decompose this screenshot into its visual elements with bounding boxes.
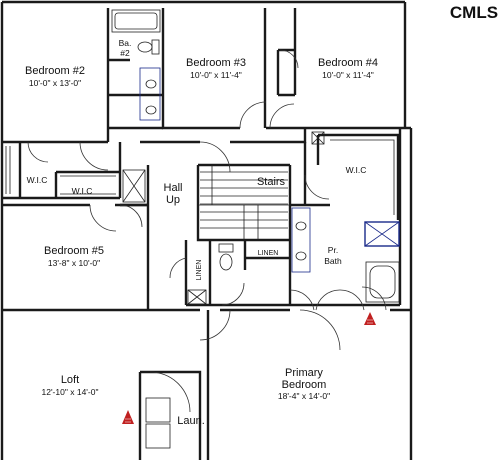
- bedroom5-label: Bedroom #5: [44, 245, 104, 257]
- pr-bath-label-line1: Pr.: [328, 245, 338, 255]
- linen-b-label: LINEN: [258, 250, 279, 257]
- hall-label-line1: Hall: [164, 182, 183, 194]
- stair-arrows: [122, 312, 376, 424]
- laundry-label: Laun.: [177, 415, 205, 427]
- bedroom2-dims: 10'-0" x 13'-0": [29, 78, 81, 88]
- stair-arrow-marks: [125, 319, 373, 423]
- loft-label: Loft: [61, 374, 79, 386]
- door-swings: [27, 49, 387, 413]
- loft-dims: 12'-10" x 14'-0": [41, 387, 98, 397]
- primary-label-line1: Primary: [285, 367, 323, 379]
- fixtures: [5, 9, 400, 449]
- bath2-label-line2: #2: [120, 48, 130, 58]
- primary-label-line2: Bedroom: [282, 379, 327, 391]
- bedroom4-dims: 10'-0" x 11'-4": [322, 70, 374, 80]
- bedroom4-label: Bedroom #4: [318, 57, 378, 69]
- walls: [0, 0, 413, 460]
- cmls-logo: CMLS: [450, 3, 498, 22]
- bedroom5-dims: 13'-8" x 10'-0": [48, 258, 100, 268]
- bedroom3-label: Bedroom #3: [186, 57, 246, 69]
- wic-mid-label: W.I.C: [72, 186, 93, 196]
- bedroom3-dims: 10'-0" x 11'-4": [190, 70, 242, 80]
- stairs-label: Stairs: [257, 176, 286, 188]
- primary-dims: 18'-4" x 14'-0": [278, 391, 330, 401]
- bedroom2-label: Bedroom #2: [25, 65, 85, 77]
- pr-bath-label-line2: Bath: [324, 256, 342, 266]
- wic-left-label: W.I.C: [27, 175, 48, 185]
- hall-label-line2: Up: [166, 194, 180, 206]
- bath2-label-line1: Ba.: [119, 38, 132, 48]
- linen-a-label: LINEN: [196, 260, 203, 281]
- room-labels: Bedroom #2 10'-0" x 13'-0" Ba. #2 Bedroo…: [25, 38, 378, 427]
- wic-right-label: W.I.C: [346, 165, 367, 175]
